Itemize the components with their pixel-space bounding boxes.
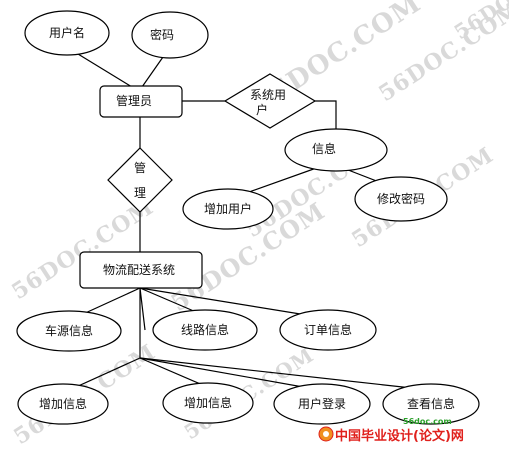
attribute-change-password-label: 修改密码 bbox=[377, 191, 425, 206]
site-watermark-name: 中国毕业设计(论文)网 bbox=[335, 428, 464, 444]
relationship-manage-label-line1: 管 bbox=[134, 160, 146, 175]
attribute-info: 信息 bbox=[284, 128, 388, 172]
relationship-system-user-label-line2: 户 bbox=[256, 102, 268, 117]
attribute-add-user: 增加用户 bbox=[182, 188, 274, 230]
relationship-manage-label-line2: 理 bbox=[134, 186, 146, 200]
attribute-vehicle-info-label: 车源信息 bbox=[45, 323, 93, 338]
line-system-order bbox=[139, 287, 326, 319]
attribute-route-info-label: 线路信息 bbox=[181, 322, 229, 337]
attribute-view-info-label: 查看信息 bbox=[407, 396, 455, 411]
attribute-info-label: 信息 bbox=[312, 141, 336, 156]
attribute-password-label: 密码 bbox=[150, 27, 174, 42]
attribute-add-info-2: 增加信息 bbox=[162, 382, 254, 424]
attribute-route-info: 线路信息 bbox=[152, 309, 258, 351]
line-password-admin bbox=[141, 56, 164, 88]
line-trunk-login bbox=[139, 357, 321, 391]
attribute-user-login-label: 用户登录 bbox=[298, 396, 346, 411]
site-logo-icon bbox=[318, 426, 334, 442]
relationship-system-user: 系统用 户 bbox=[223, 73, 317, 129]
attribute-add-info-2-label: 增加信息 bbox=[184, 395, 232, 410]
attribute-add-user-label: 增加用户 bbox=[204, 201, 252, 216]
attribute-change-password: 修改密码 bbox=[354, 176, 448, 222]
entity-admin: 管理员 bbox=[99, 85, 183, 118]
attribute-username-label: 用户名 bbox=[49, 25, 85, 40]
site-watermark-domain: 56doc.com bbox=[403, 417, 452, 426]
attribute-vehicle-info: 车源信息 bbox=[16, 310, 122, 352]
entity-logistics-system-label: 物流配送系统 bbox=[103, 262, 175, 277]
line-systemuser-info bbox=[315, 100, 337, 130]
attribute-username: 用户名 bbox=[24, 10, 110, 56]
attribute-view-info: 查看信息 bbox=[382, 383, 480, 425]
site-watermark: 56doc.com 中国毕业设计(论文)网 bbox=[318, 417, 464, 444]
line-system-route bbox=[139, 287, 146, 331]
attribute-user-login: 用户登录 bbox=[273, 383, 371, 425]
entity-logistics-system: 物流配送系统 bbox=[79, 251, 203, 289]
entity-admin-label: 管理员 bbox=[116, 93, 152, 108]
line-username-admin bbox=[77, 53, 133, 88]
relationship-manage: 管 理 bbox=[107, 147, 173, 213]
attribute-order-info: 订单信息 bbox=[279, 309, 377, 351]
attribute-order-info-label: 订单信息 bbox=[304, 322, 352, 337]
attribute-add-info-1: 增加信息 bbox=[17, 383, 109, 425]
attribute-password: 密码 bbox=[131, 11, 209, 59]
line-trunk-view bbox=[139, 357, 431, 391]
attribute-add-info-1-label: 增加信息 bbox=[39, 396, 87, 411]
relationship-system-user-label-line1: 系统用 bbox=[250, 88, 286, 102]
